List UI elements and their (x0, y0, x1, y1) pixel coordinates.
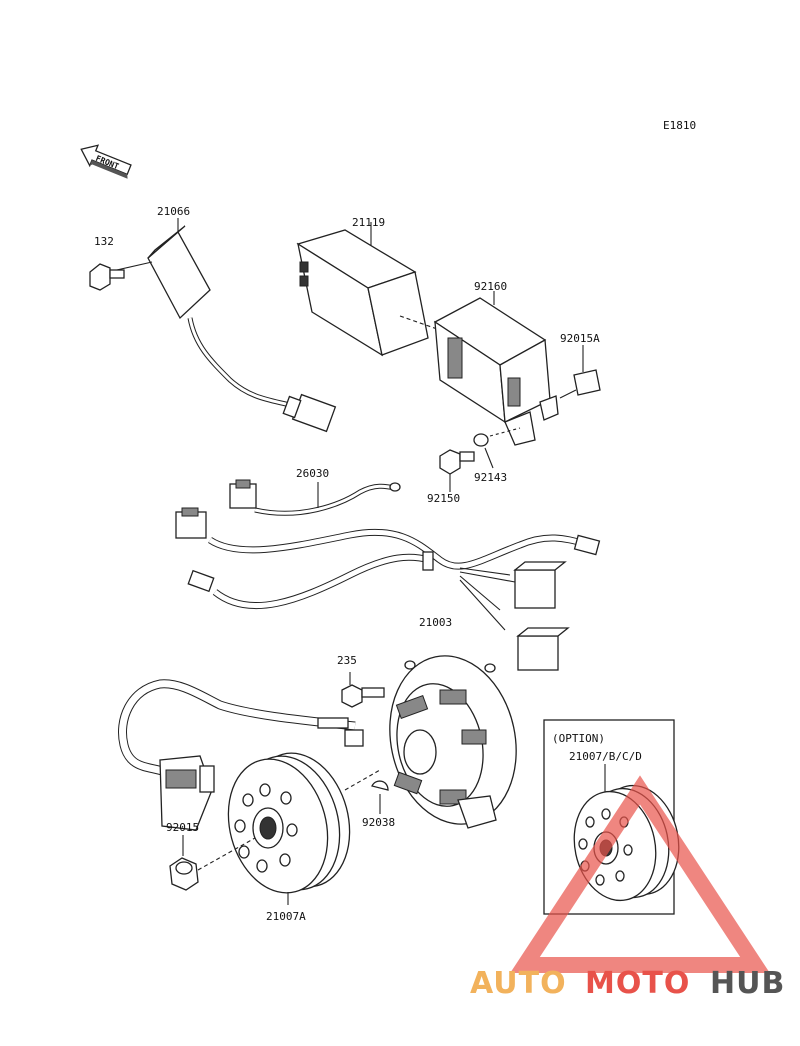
watermark-part1: AUTO (470, 966, 567, 1001)
part-92160-regulator (433, 291, 559, 446)
part-92143-collar (473, 427, 521, 469)
part-132-bolt (89, 261, 153, 291)
label-92150: 92150 (427, 492, 460, 505)
label-92143: 92143 (474, 471, 507, 484)
label-92015: 92015 (166, 821, 199, 834)
part-21119-cdi-unit (296, 222, 441, 357)
part-21066-relay (147, 218, 337, 433)
label-235: 235 (337, 654, 357, 667)
watermark-part3: HUB (710, 966, 785, 1001)
label-92015A: 92015A (560, 332, 600, 345)
label-92038: 92038 (362, 816, 395, 829)
part-235-bolt (341, 672, 385, 708)
part-92015A-clip (559, 345, 601, 399)
label-26030: 26030 (296, 467, 329, 480)
part-stator-assembly (118, 655, 517, 831)
watermark-part2: MOTO (585, 966, 690, 1001)
label-21003: 21003 (419, 616, 452, 629)
option-label: (OPTION) (552, 732, 605, 745)
label-132: 132 (94, 235, 114, 248)
part-26030-harness (175, 479, 601, 671)
part-92015-nut (169, 835, 256, 891)
label-21066: 21066 (157, 205, 190, 218)
label-21007BCD: 21007/B/C/D (569, 750, 642, 763)
part-21007A-rotor (227, 752, 381, 905)
diagram-code: E1810 (663, 119, 696, 132)
label-21119: 21119 (352, 216, 385, 229)
label-92160: 92160 (474, 280, 507, 293)
front-arrow-icon: FRONT (80, 144, 132, 179)
watermark-logo: AUTO MOTO HUB (470, 775, 785, 1001)
part-92150-bolt (439, 449, 475, 492)
part-92038-key (371, 780, 389, 814)
label-21007A: 21007A (266, 910, 306, 923)
